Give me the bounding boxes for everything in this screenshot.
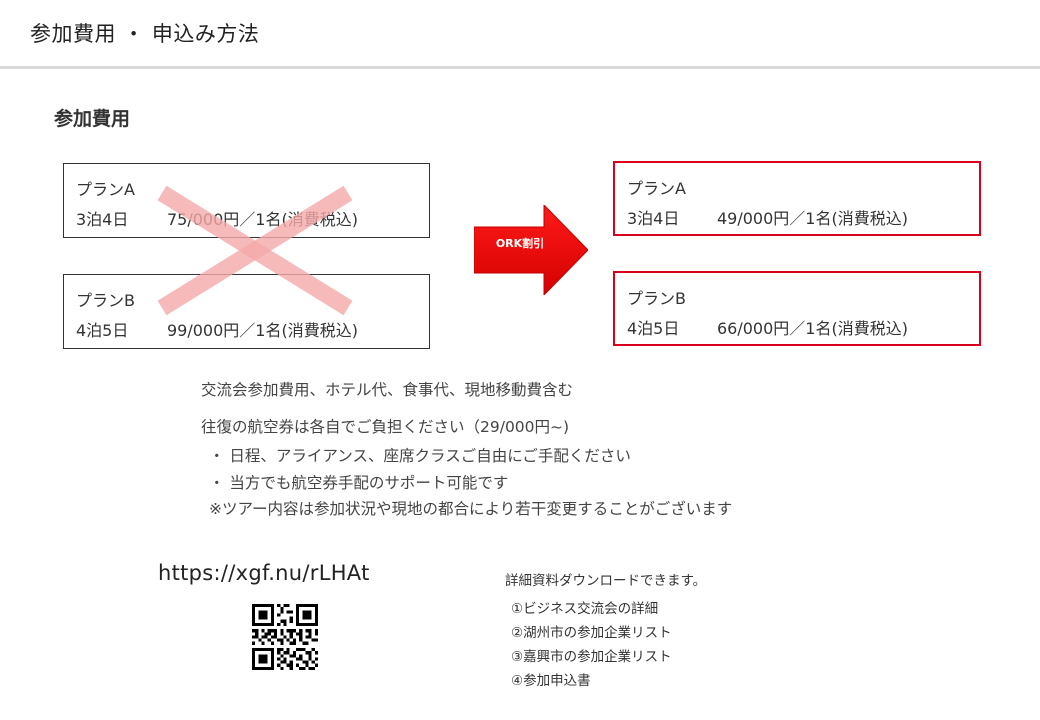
includes-note: 交流会参加費用、ホテル代、食事代、現地移動費含む (201, 381, 574, 399)
plan-a-original-name: プランA (76, 180, 135, 199)
download-item-huzhou-companies[interactable]: ②湖州市の参加企業リスト (511, 625, 672, 641)
plan-a-discounted-nights: 3泊4日 (627, 209, 680, 228)
plan-a-original-nights: 3泊4日 (76, 210, 129, 229)
plan-b-discounted-price: 66/000円／1名(消費税込) (717, 319, 908, 338)
page-header: 参加費用 ・ 申込み方法 (0, 0, 1040, 69)
disclaimer-note: ※ツアー内容は参加状況や現地の都合により若干変更することがございます (209, 500, 733, 518)
plan-a-discounted-name: プランA (627, 179, 686, 198)
plan-b-discounted-name: プランB (627, 289, 686, 308)
plan-b-original-name: プランB (76, 291, 135, 310)
section-title: 参加費用 (54, 108, 131, 130)
discount-label: ORK割引 (495, 237, 545, 250)
plan-b-discounted-box: プランB 4泊5日 66/000円／1名(消費税込) (613, 271, 981, 346)
download-item-jiaxing-companies[interactable]: ③嘉興市の参加企業リスト (511, 649, 672, 665)
cross-out-icon (157, 185, 353, 316)
airfare-note: 往復の航空券は各自でご負担ください（29/000円~) (201, 418, 570, 436)
download-title: 詳細資料ダウンロードできます。 (505, 573, 707, 589)
qr-code-icon[interactable] (252, 604, 318, 670)
plan-a-discounted-price: 49/000円／1名(消費税込) (717, 209, 908, 228)
plan-b-original-nights: 4泊5日 (76, 321, 129, 340)
bullet-note-2: ・ 当方でも航空券手配のサポート可能です (209, 474, 509, 492)
plan-b-original-price: 99/000円／1名(消費税込) (167, 321, 358, 340)
page-title: 参加費用 ・ 申込み方法 (30, 22, 260, 46)
discount-arrow-icon (474, 205, 588, 295)
bullet-note-1: ・ 日程、アライアンス、座席クラスご自由にご手配ください (209, 447, 631, 465)
download-item-business-meeting[interactable]: ①ビジネス交流会の詳細 (511, 601, 659, 617)
download-item-application-form[interactable]: ④参加申込書 (511, 673, 591, 689)
plan-b-original-box: プランB 4泊5日 99/000円／1名(消費税込) (63, 274, 430, 349)
plan-b-discounted-nights: 4泊5日 (627, 319, 680, 338)
application-url-link[interactable]: https://xgf.nu/rLHAt (158, 561, 370, 585)
plan-a-discounted-box: プランA 3泊4日 49/000円／1名(消費税込) (613, 161, 981, 236)
